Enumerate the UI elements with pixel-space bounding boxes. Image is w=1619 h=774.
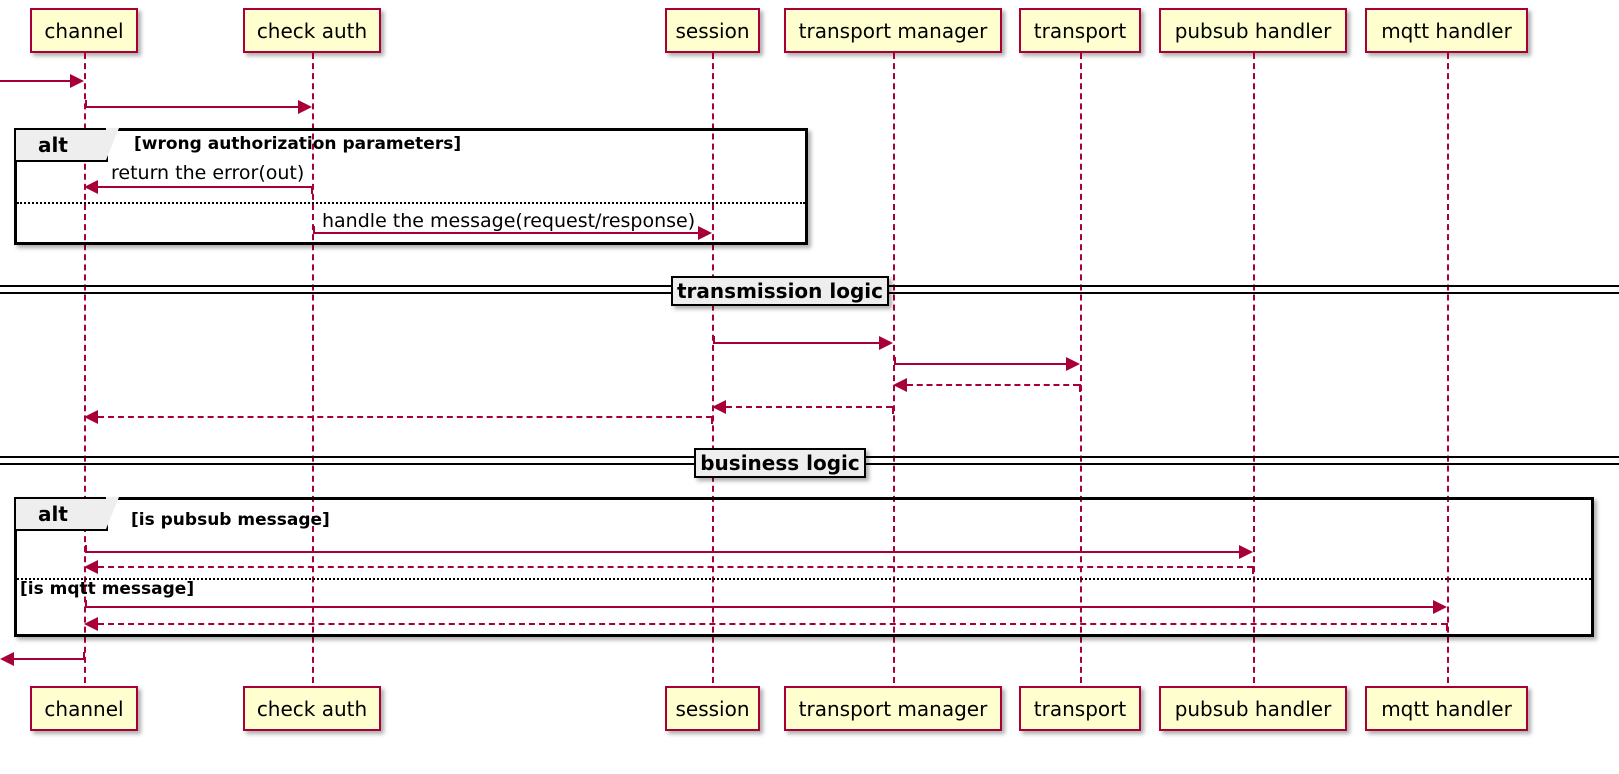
participant-label: channel: [44, 18, 124, 43]
arrow-head-return-the-error: [84, 180, 98, 194]
alt-keyword-label: alt: [38, 502, 68, 526]
message-stub-transport-to-transport-manager: [1079, 384, 1081, 392]
alt-frame-handler-selection: [14, 497, 1594, 637]
message-stub-pubsub-handler-to-channel: [1252, 566, 1254, 574]
participant-box-transport-top[interactable]: transport: [1019, 8, 1141, 53]
message-line-channel-to-check-auth: [85, 106, 298, 108]
divider-box-transmission-logic: transmission logic: [671, 276, 889, 306]
message-line-transport-manager-to-session: [726, 406, 892, 408]
participant-label: session: [675, 18, 750, 43]
participant-label: transport manager: [798, 696, 988, 721]
participant-box-pubsub-handler-top[interactable]: pubsub handler: [1159, 8, 1347, 53]
participant-label: pubsub handler: [1174, 18, 1332, 43]
participant-box-transport-manager-bottom[interactable]: transport manager: [784, 686, 1002, 731]
participant-label: channel: [44, 696, 124, 721]
message-stub-return-the-error: [311, 186, 313, 194]
message-stub-session-to-channel: [711, 416, 713, 424]
arrow-head-handle-the-message: [698, 226, 712, 240]
message-stub-session-to-transport-manager: [713, 336, 715, 344]
participant-label: check auth: [256, 696, 368, 721]
message-stub-channel-to-mqtt-handler: [85, 600, 87, 608]
arrow-head-session-to-transport-manager: [879, 336, 893, 350]
alt-keyword-label: alt: [38, 133, 68, 157]
message-line-pubsub-handler-to-channel: [98, 566, 1253, 568]
alt-condition-is-pubsub-message: [is pubsub message]: [131, 510, 330, 530]
lifeline-transport-manager: [893, 53, 895, 683]
lifeline-session: [712, 53, 714, 683]
message-line-session-to-transport-manager: [713, 342, 879, 344]
participant-box-check-auth-top[interactable]: check auth: [243, 8, 381, 53]
alt-condition-is-mqtt-message: [is mqtt message]: [20, 579, 195, 599]
divider-box-business-logic: business logic: [694, 448, 866, 478]
lifeline-mqtt-handler: [1447, 53, 1449, 683]
participant-box-check-auth-bottom[interactable]: check auth: [243, 686, 381, 731]
participant-label: session: [675, 696, 750, 721]
message-stub-channel-to-check-auth: [85, 100, 87, 108]
arrow-head-pubsub-handler-to-channel: [84, 560, 98, 574]
lifeline-channel: [84, 53, 86, 683]
arrow-head-outbound-end: [0, 652, 14, 666]
message-line-transport-manager-to-transport: [894, 363, 1066, 365]
message-line-channel-to-pubsub-handler: [85, 551, 1239, 553]
alt-frame-authorization: [14, 128, 808, 245]
arrow-head-transport-manager-to-transport: [1066, 357, 1080, 371]
participant-box-mqtt-handler-top[interactable]: mqtt handler: [1365, 8, 1528, 53]
message-line-mqtt-handler-to-channel: [98, 623, 1447, 625]
message-stub-channel-to-pubsub-handler: [85, 545, 87, 553]
participant-box-transport-manager-top[interactable]: transport manager: [784, 8, 1002, 53]
message-label-return-the-error: return the error(out): [111, 162, 305, 184]
arrow-head-channel-to-check-auth: [298, 100, 312, 114]
arrow-head-mqtt-handler-to-channel: [84, 617, 98, 631]
participant-box-pubsub-handler-bottom[interactable]: pubsub handler: [1159, 686, 1347, 731]
participant-label: mqtt handler: [1381, 696, 1512, 721]
participant-box-transport-bottom[interactable]: transport: [1019, 686, 1141, 731]
divider-label: transmission logic: [677, 279, 883, 303]
arrow-head-transport-to-transport-manager: [893, 378, 907, 392]
participant-box-channel-bottom[interactable]: channel: [30, 686, 138, 731]
participant-label: transport manager: [798, 18, 988, 43]
participant-box-session-bottom[interactable]: session: [665, 686, 760, 731]
message-stub-handle-the-message: [313, 226, 315, 234]
message-stub-transport-manager-to-transport: [894, 357, 896, 365]
participant-label: check auth: [256, 18, 368, 43]
arrow-head-inbound-start: [70, 74, 84, 88]
message-stub-outbound-end: [83, 652, 85, 660]
message-line-transport-to-transport-manager: [907, 384, 1079, 386]
alt-tab-handler-selection: alt: [16, 497, 119, 531]
participant-box-session-top[interactable]: session: [665, 8, 760, 53]
message-line-channel-to-mqtt-handler: [85, 606, 1433, 608]
participant-label: pubsub handler: [1174, 696, 1332, 721]
participant-box-mqtt-handler-bottom[interactable]: mqtt handler: [1365, 686, 1528, 731]
participant-label: mqtt handler: [1381, 18, 1512, 43]
lifeline-transport: [1080, 53, 1082, 683]
alt-tab-authorization: alt: [16, 128, 119, 162]
arrow-head-transport-manager-to-session: [712, 400, 726, 414]
participant-label: transport: [1033, 18, 1127, 43]
message-stub-mqtt-handler-to-channel: [1446, 623, 1448, 631]
message-stub-transport-manager-to-session: [892, 406, 894, 414]
arrow-head-session-to-channel: [84, 410, 98, 424]
alt-else-divider-handler-selection: [17, 578, 1591, 580]
alt-else-divider-authorization: [17, 202, 805, 204]
arrow-head-channel-to-mqtt-handler: [1433, 600, 1447, 614]
message-line-return-the-error: [98, 186, 312, 188]
participant-label: transport: [1033, 696, 1127, 721]
alt-condition-wrong-authorization: [wrong authorization parameters]: [134, 134, 462, 154]
arrow-head-channel-to-pubsub-handler: [1239, 545, 1253, 559]
message-label-handle-the-message: handle the message(request/response): [322, 210, 696, 232]
message-line-handle-the-message: [313, 232, 698, 234]
participant-box-channel-top[interactable]: channel: [30, 8, 138, 53]
message-line-inbound-start: [0, 80, 70, 82]
lifeline-pubsub-handler: [1253, 53, 1255, 683]
message-line-session-to-channel: [98, 416, 712, 418]
message-line-outbound-end: [14, 658, 84, 660]
lifeline-check-auth: [312, 53, 314, 683]
divider-label: business logic: [700, 451, 860, 475]
